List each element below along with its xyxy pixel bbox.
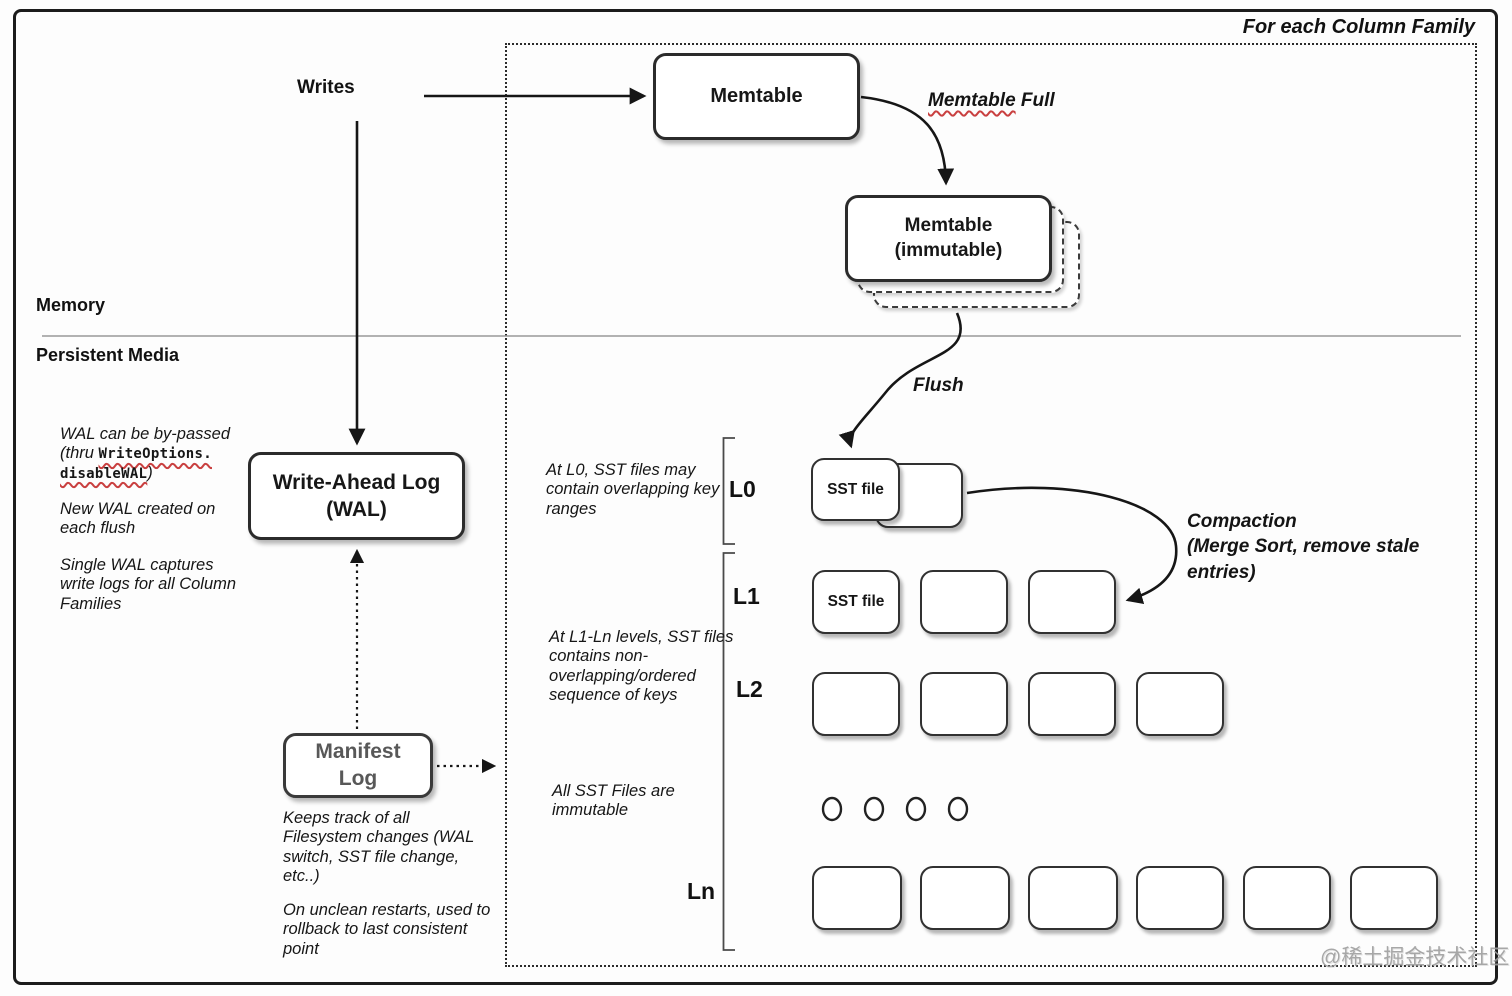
wal-bypass-note: WAL can be by-passed (thru WriteOptions.… xyxy=(60,425,230,482)
wal-node: Write-Ahead Log (WAL) xyxy=(248,452,465,540)
column-family-dotted-container xyxy=(505,43,1477,967)
manifest-track-note: Keeps track of all Filesystem changes (W… xyxy=(283,809,475,885)
sst-file-box-l1-1: SST file xyxy=(812,570,900,634)
sst-immutable-note: All SST Files are immutable xyxy=(552,782,675,820)
memtable-full-label: Memtable Full xyxy=(928,90,1055,111)
new-wal-note: New WAL created on each flush xyxy=(60,500,216,538)
sst-file-box-ln-4 xyxy=(1136,866,1224,930)
level-label-ln: Ln xyxy=(687,878,716,904)
sst-file-box-ln-1 xyxy=(812,866,902,930)
sst-file-box-l1-3 xyxy=(1028,570,1116,634)
sst-file-box-ln-2 xyxy=(920,866,1010,930)
sst-file-box-l2-2 xyxy=(920,672,1008,736)
level-label-l2: L2 xyxy=(736,676,763,702)
sst-file-box-l0-1: SST file xyxy=(811,458,900,521)
outer-border xyxy=(13,9,1498,985)
sst-file-box-ln-6 xyxy=(1350,866,1438,930)
memory-zone-label: Memory xyxy=(36,295,106,315)
watermark: @稀土掘金技术社区 xyxy=(1320,946,1510,969)
l1-ln-note: At L1-Ln levels, SST files contains non-… xyxy=(549,628,734,704)
persistent-media-zone-label: Persistent Media xyxy=(36,345,180,365)
column-family-title: For each Column Family xyxy=(1242,16,1475,38)
memtable-node: Memtable xyxy=(653,53,860,140)
l0-note: At L0, SST files may contain overlapping… xyxy=(546,461,720,518)
single-wal-note: Single WAL captures write logs for all C… xyxy=(60,556,237,613)
level-label-l0: L0 xyxy=(729,476,756,502)
level-label-l1: L1 xyxy=(733,583,760,609)
writes-label: Writes xyxy=(297,77,355,98)
flush-label: Flush xyxy=(913,375,964,396)
immutable-memtable-node: Memtable (immutable) xyxy=(845,195,1052,282)
manifest-restart-note: On unclean restarts, used to rollback to… xyxy=(283,901,491,958)
sst-file-box-l2-1 xyxy=(812,672,900,736)
sst-file-box-ln-3 xyxy=(1028,866,1118,930)
sst-file-box-l2-4 xyxy=(1136,672,1224,736)
manifest-log-node: Manifest Log xyxy=(283,733,433,798)
sst-file-box-l2-3 xyxy=(1028,672,1116,736)
compaction-label: Compaction (Merge Sort, remove stale ent… xyxy=(1187,511,1420,583)
sst-file-box-l1-2 xyxy=(920,570,1008,634)
sst-file-box-ln-5 xyxy=(1243,866,1331,930)
